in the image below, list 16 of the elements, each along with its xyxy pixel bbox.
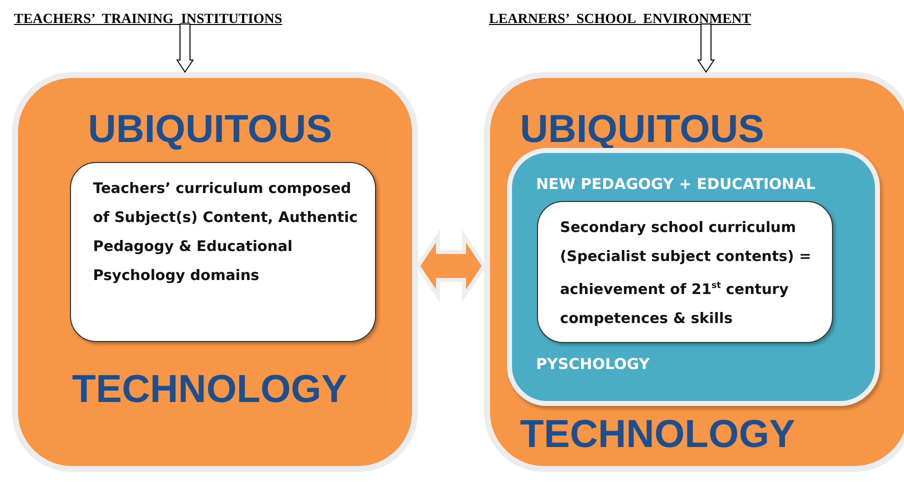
panel xyxy=(484,72,904,472)
panel-title: UBIQUITOUS xyxy=(88,108,332,152)
text-box: Teachers’ curriculum composed of Subject(s) Content, Authentic Pedagogy & Educational Psychology domains xyxy=(70,162,376,342)
panel-label: NEW PEDAGOGY + EDUCATIONAL xyxy=(536,175,816,193)
arrow xyxy=(697,24,715,73)
heading-text: TEACHERS’ TRAINING INSTITUTIONS xyxy=(14,12,282,28)
arrow xyxy=(176,24,194,73)
panel-title: TECHNOLOGY xyxy=(520,413,796,457)
panel-label: PYSCHOLOGY xyxy=(536,355,650,373)
double-arrow xyxy=(416,229,486,303)
heading-text: LEARNERS’ SCHOOL ENVIRONMENT xyxy=(489,12,752,28)
panel xyxy=(12,72,418,472)
panel-title: TECHNOLOGY xyxy=(72,368,348,412)
inner-panel xyxy=(507,148,880,406)
text-box: Secondary school curriculum (Specialist subject contents) = achievement of 21$^{st}$ century competences & skills xyxy=(537,201,833,343)
panel-title: UBIQUITOUS xyxy=(520,108,764,152)
